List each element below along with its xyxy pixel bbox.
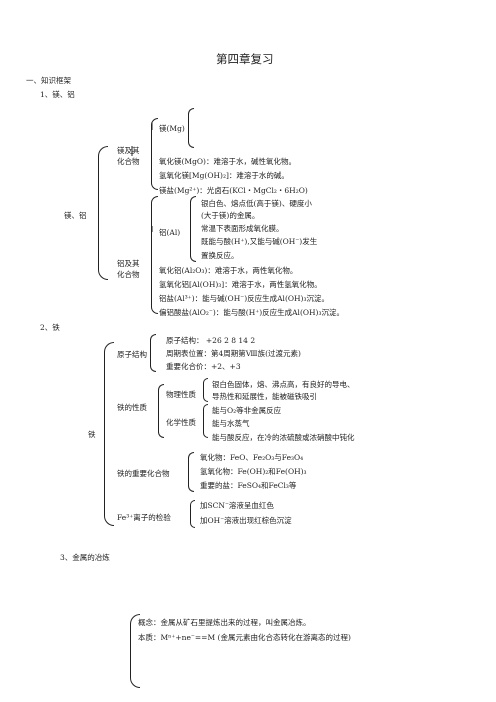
subsection-heading: 1、镁、铝 [40, 90, 75, 99]
compound-item: 氧化物：FeO、Fe₂O₃与Fe₃O₄ [200, 453, 304, 462]
mg-group-line2: 化合物 [117, 157, 140, 166]
aluminate-salt: 偏铝酸盐(AlO₂⁻)：能与酸(H⁺)反应生成Al(OH)₃沉淀。 [159, 308, 344, 317]
phys-item: 导热性和延展性，能被磁铁吸引 [212, 392, 317, 401]
fe-chemical: 化学性质 [166, 418, 196, 427]
chem-item: 能与酸反应，在冷的浓硫酸或浓硝酸中钝化 [212, 433, 355, 442]
mg-element-brace [188, 108, 194, 148]
smelt-concept: 概念：金属从矿石里提炼出来的过程，叫金属冶炼。 [138, 618, 311, 627]
subsection-heading: 3、金属的冶炼 [60, 553, 110, 562]
test-brace [190, 500, 195, 528]
phys-item: 银白色固体，熔、沸点高，有良好的导电、 [212, 380, 355, 389]
page-title: 第四章复习 [216, 52, 274, 66]
atom-item: 周期表位置：第4周期第Ⅷ族(过渡元素) [166, 349, 301, 358]
al-group-line2: 化合物 [117, 270, 140, 279]
al-prop: 既能与酸(H⁺),又能与碱(OH⁻)发生 [201, 237, 318, 246]
al-prop: 常温下表面形成氧化膜。 [201, 224, 284, 233]
mg-hydroxide: 氢氧化镁[Mg(OH)₂]：难溶于水的碱。 [159, 171, 289, 180]
mg-oxide: 氧化镁(MgO)：难溶于水，碱性氧化物。 [159, 157, 296, 166]
fe-atom-structure: 原子结构 [117, 350, 147, 359]
fe-physical: 物理性质 [166, 390, 196, 399]
al-element-brace [190, 196, 196, 262]
test-item: 加SCN⁻溶液呈血红色 [200, 501, 274, 510]
al-prop: 银白色、熔点低(高于镁)、硬度小 [201, 199, 312, 208]
atom-item: 原子结构： +26 2 8 14 2 [166, 336, 256, 345]
al-group-brace [151, 196, 158, 314]
mg-group-line1: 镁及其 [117, 146, 140, 155]
fe3-test: Fe³⁺离子的检验 [117, 513, 171, 522]
mgal-root: 镁、铝 [64, 211, 87, 220]
chem-item: 能与O₂等非金属反应 [212, 406, 282, 415]
al-element: 铝(Al) [159, 228, 181, 237]
props-brace [158, 384, 164, 438]
test-item: 加OH⁻溶液出现红棕色沉淀 [200, 516, 292, 525]
section-heading: 一、知识框架 [26, 76, 71, 85]
mg-group-brace [151, 118, 158, 190]
phys-brace [203, 378, 208, 402]
compounds-brace [188, 452, 194, 492]
atom-item: 重要化合价：+2、+3 [166, 362, 241, 371]
al-oxide: 氧化铝(Al₂O₃)：难溶于水，两性氧化物。 [159, 266, 298, 275]
mgal-brace [98, 146, 108, 280]
mg-element: 镁(Mg) [159, 124, 185, 133]
fe-brace [104, 342, 114, 526]
mg-salt: 镁盐(Mg²⁺)：光卤石(KCl・MgCl₂・6H₂O) [159, 186, 308, 195]
al-hydroxide: 氢氧化铝[Al(OH)₃]：难溶于水，两性氢氧化物。 [159, 280, 322, 289]
fe-root: 铁 [88, 430, 96, 439]
atom-brace [150, 334, 156, 372]
fe-properties: 铁的性质 [117, 403, 147, 412]
compound-item: 氢氧化物：Fe(OH)₂和Fe(OH)₃ [200, 467, 307, 476]
chem-item: 能与水蒸气 [212, 419, 250, 428]
fe-compounds: 铁的重要化合物 [117, 469, 170, 478]
al-prop: 置换反应。 [201, 251, 239, 260]
subsection-heading: 2、铁 [40, 323, 60, 332]
al-salt: 铝盐(Al³⁺)：能与碱(OH⁻)反应生成Al(OH)₃沉淀。 [159, 294, 329, 303]
al-group-line1: 铝及其 [117, 259, 140, 268]
compound-item: 重要的盐：FeSO₄和FeCl₃等 [200, 481, 297, 490]
al-prop: (大于镁)的金属。 [201, 211, 260, 220]
smelt-essence: 本质：Mⁿ⁺+ne⁻==M (金属元素由化合态转化在游离态的过程) [138, 633, 351, 642]
chem-brace [203, 404, 208, 438]
